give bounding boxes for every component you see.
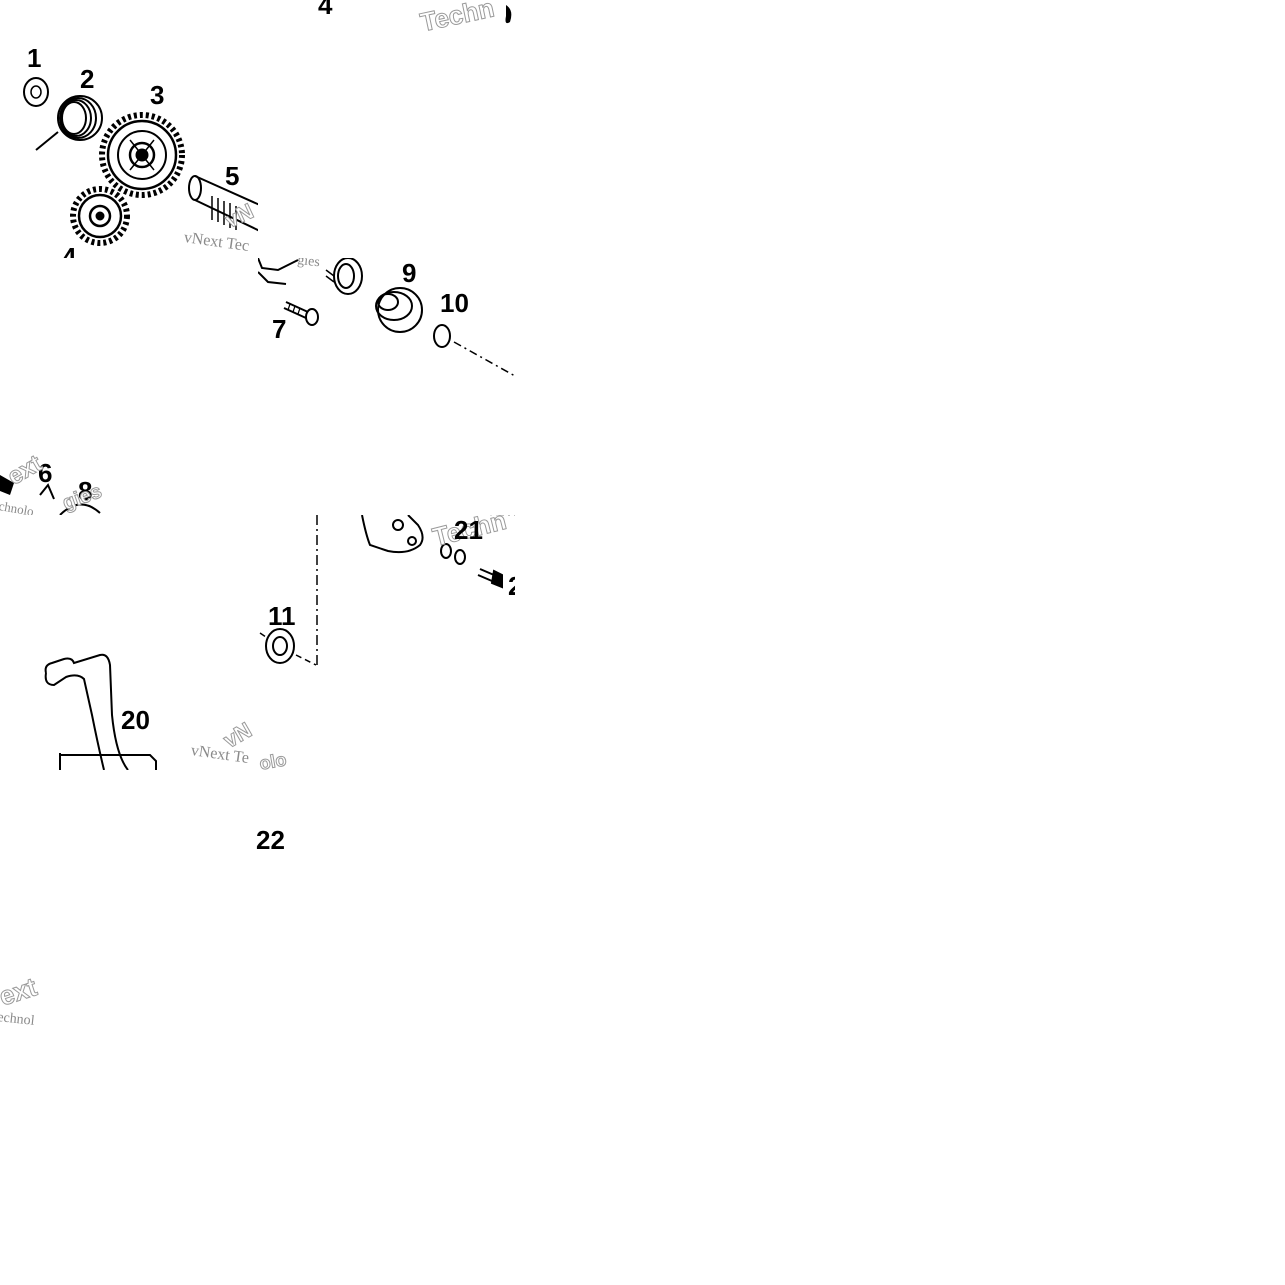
callout-9: 9	[402, 258, 417, 288]
cover-assembly-drawing	[258, 258, 515, 377]
watermark-brand-4b: olo	[257, 749, 288, 770]
washer-part-10	[433, 324, 451, 348]
diagram-tile-top: 4 Techn	[258, 0, 515, 258]
large-gear-part-3	[99, 112, 185, 198]
callout-8: 8	[78, 476, 93, 506]
seal-part-11	[265, 628, 295, 664]
callout-4-gear: 4	[62, 242, 77, 258]
spring-part-2	[35, 95, 103, 151]
diagram-tile-kick-lever: 11 20 vNext Te vN olo	[0, 515, 318, 770]
kick-lever-drawing	[44, 515, 318, 770]
callout-4-top: 4	[318, 0, 333, 20]
callout-10: 10	[440, 288, 469, 318]
small-gear-part-4	[70, 186, 130, 246]
callout-1: 1	[27, 43, 42, 73]
callout-21: 21	[454, 515, 483, 545]
callout-5: 5	[225, 161, 240, 191]
kick-lever-part-20	[44, 653, 157, 770]
diagram-tile-gears: 1 2 3 5 4 vNext Tec vN	[0, 0, 258, 258]
watermark-brand-bottom: ext	[0, 971, 41, 1012]
callout-2: 2	[80, 64, 95, 94]
bolt-part-7	[283, 301, 319, 326]
callout-20: 20	[121, 705, 150, 735]
callout-22-right: 2	[508, 573, 515, 599]
cover-fragment	[258, 258, 299, 285]
washer-part-21a	[440, 543, 452, 559]
bolt-part-22	[477, 568, 503, 589]
callout-7: 7	[272, 314, 287, 344]
shaft-part-5	[188, 175, 258, 232]
callout-22: 22	[256, 825, 285, 855]
diagram-tile-left: 6 8 ext chnolo gies	[0, 455, 258, 515]
washer-part-21b	[454, 549, 466, 565]
seal-part-9	[375, 287, 423, 333]
gear-assembly-drawing	[23, 77, 258, 246]
callout-3: 3	[150, 80, 165, 110]
lever-boss-fragment	[361, 515, 424, 554]
diagram-tile-middle: gies 9 10 7	[258, 258, 515, 378]
watermark-brand-bottom-b: echnol	[0, 1010, 36, 1029]
callout-6: 6	[38, 458, 53, 488]
diagram-tile-watermark: ext echnol	[0, 965, 44, 1035]
bearing-part-8	[325, 258, 363, 295]
callout-11: 11	[268, 601, 296, 631]
washer-part-1	[23, 77, 49, 107]
